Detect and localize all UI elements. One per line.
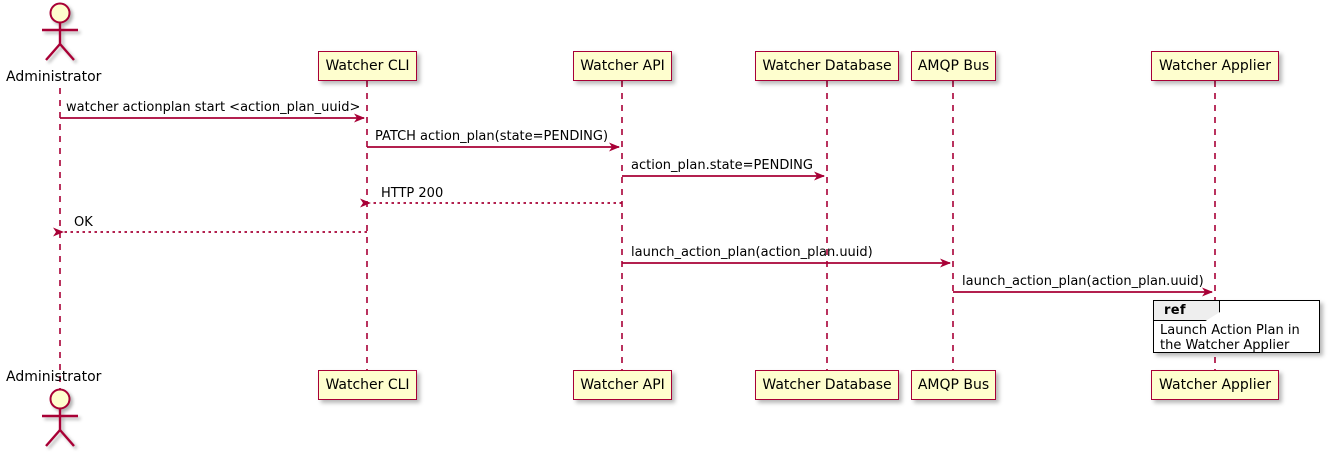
message-label-7: launch_action_plan(action_plan.uuid) [962,274,1204,289]
message-label-2: PATCH action_plan(state=PENDING) [375,129,609,144]
message-label-4: HTTP 200 [381,186,444,201]
actor-label-administrator-bottom: Administrator [6,369,102,385]
participant-box-watcher-database-top[interactable]: Watcher Database [755,51,899,81]
participant-box-watcher-applier-bottom[interactable]: Watcher Applier [1151,370,1279,400]
lifelines [59,81,1216,392]
message-label-5: OK [74,215,93,230]
participant-box-watcher-api-top[interactable]: Watcher API [573,51,672,81]
participant-box-watcher-database-bottom[interactable]: Watcher Database [755,370,899,400]
actor-administrator-top [42,2,78,61]
participant-box-watcher-cli-top[interactable]: Watcher CLI [318,51,417,81]
actor-administrator-bottom [42,388,78,447]
message-arrows [53,113,1213,297]
participant-box-amqp-bus-top[interactable]: AMQP Bus [911,51,996,81]
message-label-3: action_plan.state=PENDING [631,158,813,173]
participant-box-watcher-applier-top[interactable]: Watcher Applier [1151,51,1279,81]
ref-fragment-keyword: ref [1164,303,1186,318]
message-label-6: launch_action_plan(action_plan.uuid) [631,245,873,260]
participant-box-amqp-bus-bottom[interactable]: AMQP Bus [911,370,996,400]
ref-fragment: ref Launch Action Plan in the Watcher Ap… [1153,300,1320,353]
actor-label-administrator-top: Administrator [6,69,102,85]
participant-box-watcher-api-bottom[interactable]: Watcher API [573,370,672,400]
ref-fragment-text: Launch Action Plan in the Watcher Applie… [1160,323,1300,353]
message-label-1: watcher actionplan start <action_plan_uu… [66,100,361,115]
participant-box-watcher-cli-bottom[interactable]: Watcher CLI [318,370,417,400]
ref-fragment-tab [1154,301,1220,321]
